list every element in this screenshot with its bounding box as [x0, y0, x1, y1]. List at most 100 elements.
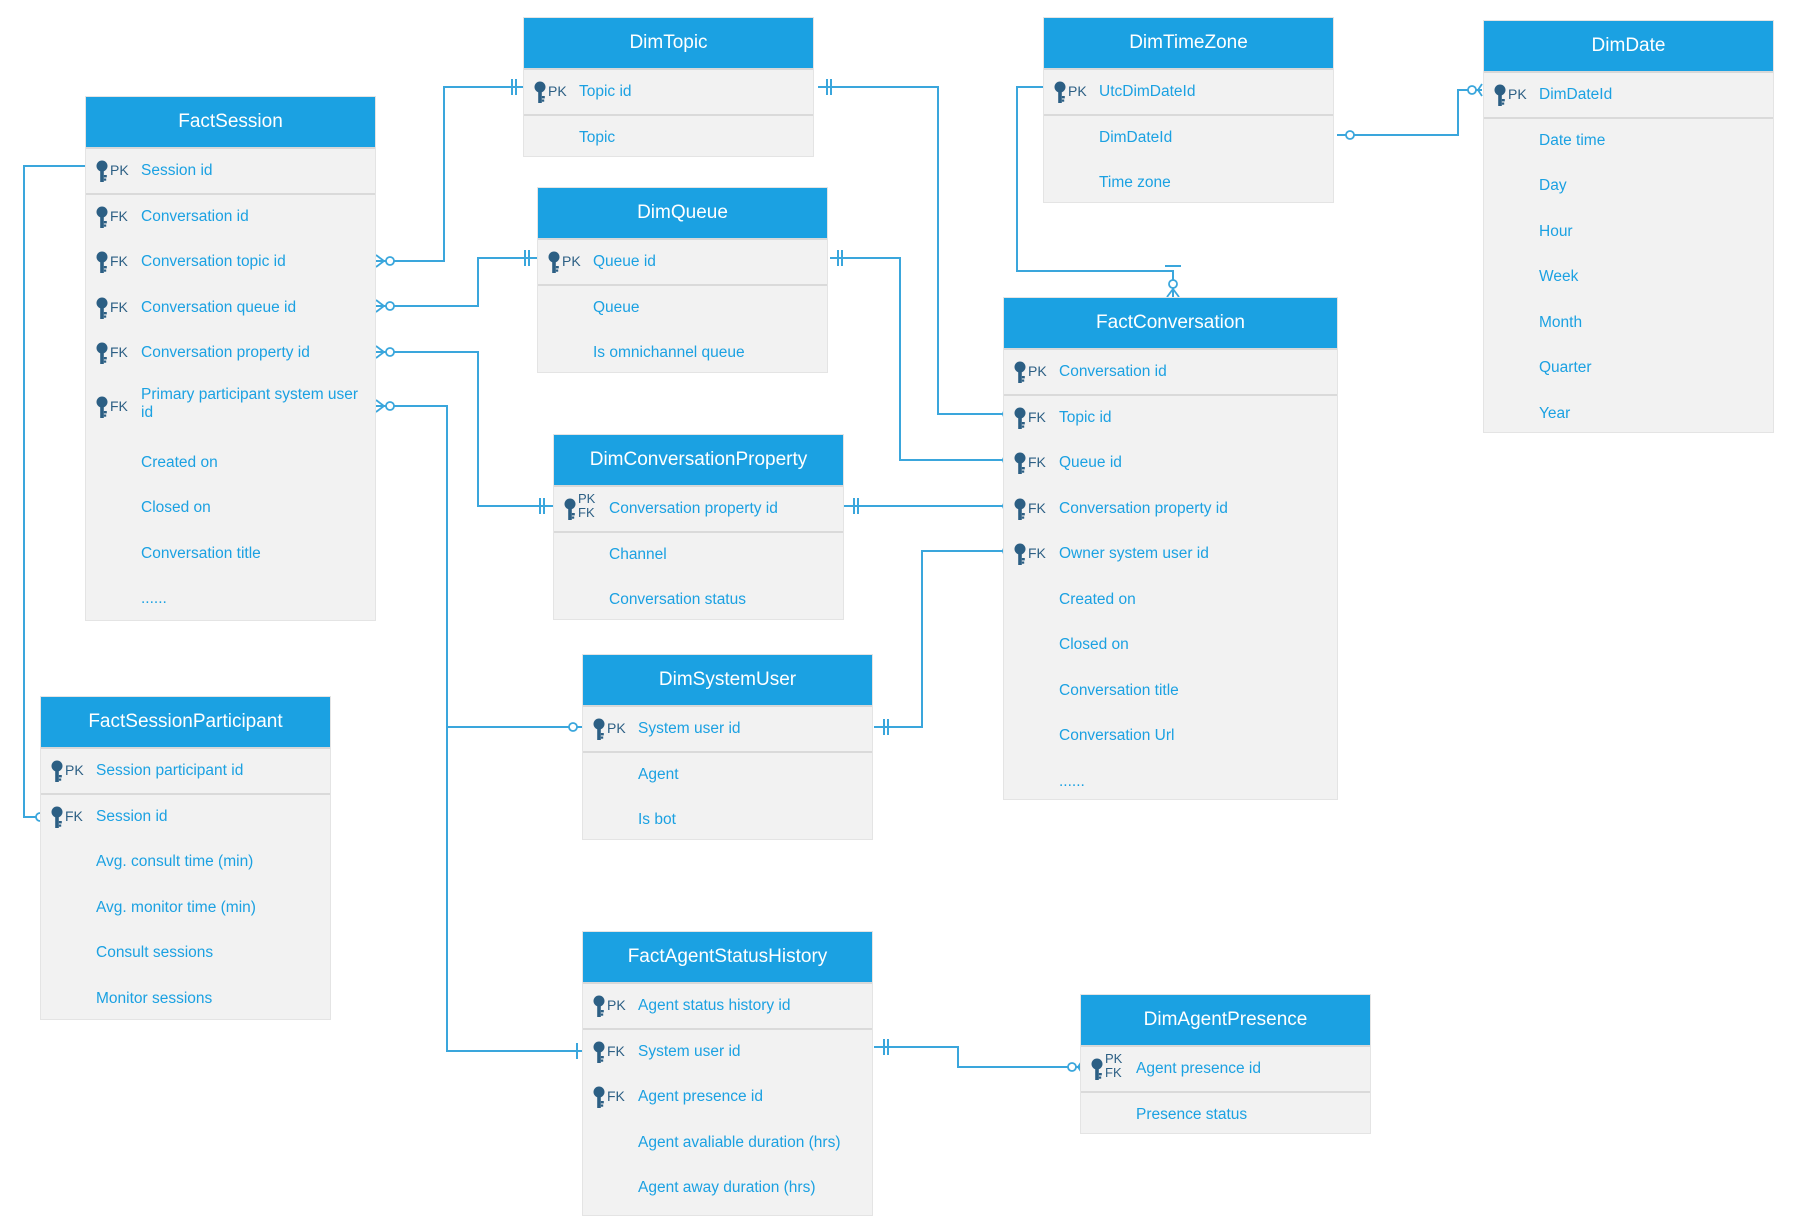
field-row[interactable]: DimDateId — [1044, 116, 1333, 162]
key-type-label: FK — [110, 298, 128, 315]
field-row[interactable]: Agent away duration (hrs) — [583, 1166, 872, 1212]
key-type-label: PK — [548, 83, 567, 99]
field-label: Week — [1539, 268, 1579, 285]
field-row[interactable]: Avg. consult time (min) — [41, 840, 330, 886]
field-row[interactable]: Closed on — [1004, 623, 1337, 669]
entity-title: DimDate — [1484, 21, 1773, 73]
key-icon — [564, 498, 576, 520]
key-type-label: FK — [110, 207, 128, 224]
field-label: Primary participant system user id — [141, 385, 359, 421]
key-icon — [1014, 452, 1026, 474]
field-row[interactable]: ...... — [86, 577, 375, 623]
field-row[interactable]: Closed on — [86, 486, 375, 532]
link-timezone-date — [1337, 89, 1482, 136]
field-row[interactable]: Month — [1484, 301, 1773, 347]
field-row[interactable]: Week — [1484, 255, 1773, 301]
key-type-label: PK — [1068, 83, 1087, 99]
field-row[interactable]: Topic — [524, 116, 813, 162]
key-icon — [534, 81, 546, 103]
field-row[interactable]: Time zone — [1044, 161, 1333, 207]
field-row[interactable]: Conversation title — [86, 532, 375, 578]
field-label: Year — [1539, 404, 1571, 422]
key-type-label: FK — [1028, 408, 1046, 425]
field-row[interactable]: Is omnichannel queue — [538, 331, 827, 377]
field-label: UtcDimDateId — [1099, 83, 1196, 100]
field-row[interactable]: Consult sessions — [41, 931, 330, 977]
key-icon — [593, 995, 605, 1017]
field-row[interactable]: PK Topic id — [524, 70, 813, 116]
field-row[interactable]: Day — [1484, 164, 1773, 210]
field-row[interactable]: Is bot — [583, 798, 872, 844]
link-session-topic — [376, 86, 523, 262]
field-row[interactable]: Created on — [86, 441, 375, 487]
field-row[interactable]: Year — [1484, 392, 1773, 438]
field-row[interactable]: Created on — [1004, 578, 1337, 624]
field-label: Quarter — [1539, 359, 1592, 376]
field-row[interactable]: Queue — [538, 286, 827, 332]
field-row[interactable]: Agent — [583, 753, 872, 799]
entity-title: DimTimeZone — [1044, 18, 1333, 70]
field-row[interactable]: PK UtcDimDateId — [1044, 70, 1333, 116]
field-row[interactable]: Avg. monitor time (min) — [41, 886, 330, 932]
key-icon — [1014, 361, 1026, 383]
field-label: System user id — [638, 720, 741, 737]
field-label: Is omnichannel queue — [593, 344, 745, 361]
field-row[interactable]: Conversation status — [554, 578, 843, 624]
field-label: Conversation Url — [1059, 727, 1175, 744]
field-row[interactable]: Agent avaliable duration (hrs) — [583, 1121, 872, 1167]
key-icon — [1494, 84, 1506, 106]
key-type-label: FK — [1028, 454, 1046, 470]
field-row[interactable]: Channel — [554, 533, 843, 579]
field-label: ...... — [1059, 772, 1085, 790]
key-type-label: FK — [110, 344, 128, 360]
field-row[interactable]: Monitor sessions — [41, 977, 330, 1023]
field-row[interactable]: Hour — [1484, 210, 1773, 256]
key-icon — [51, 760, 63, 782]
link-session-systemuser — [376, 405, 583, 1052]
key-icon — [96, 251, 108, 273]
field-row[interactable]: Presence status — [1081, 1093, 1370, 1139]
field-label: Conversation title — [141, 544, 261, 562]
field-label: DimDateId — [1099, 128, 1173, 146]
field-row[interactable]: Date time — [1484, 119, 1773, 165]
field-label: Topic id — [579, 83, 632, 100]
field-row[interactable]: Conversation Url — [1004, 714, 1337, 760]
field-label: DimDateId — [1539, 86, 1613, 103]
field-row[interactable]: ...... — [1004, 760, 1337, 806]
field-row[interactable]: Conversation title — [1004, 669, 1337, 715]
field-row[interactable]: Quarter — [1484, 346, 1773, 392]
